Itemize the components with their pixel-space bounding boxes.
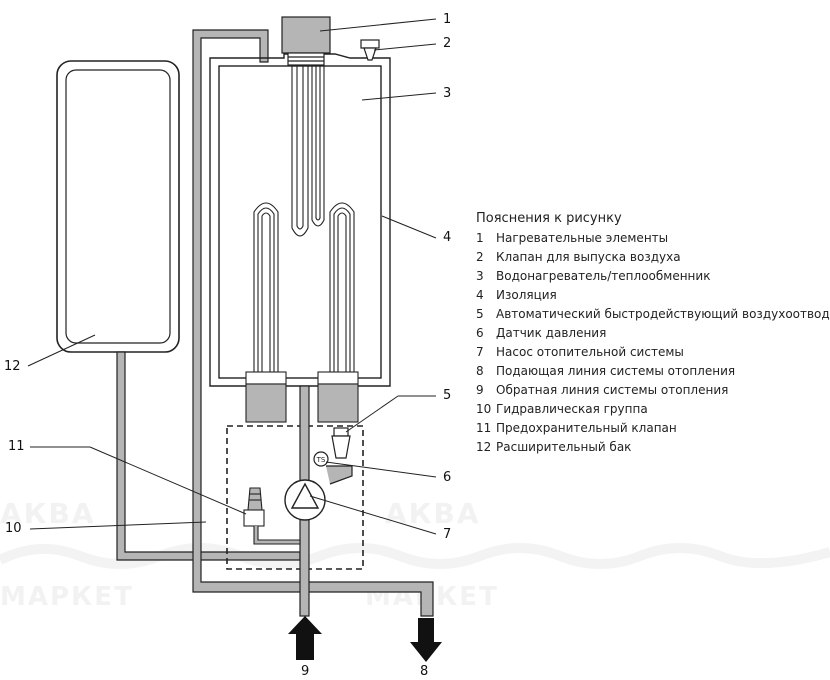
return-pipe-frame — [192, 29, 434, 617]
legend-item-text: Датчик давления — [496, 326, 607, 340]
callout-leaders — [27, 18, 437, 535]
callout-3: 3 — [443, 86, 452, 101]
right-heating-element — [317, 202, 359, 423]
callout-2: 2 — [443, 36, 452, 51]
expansion-tank — [56, 60, 180, 353]
legend-item-num: 8 — [476, 364, 484, 378]
air-vent-valve — [360, 39, 380, 61]
callout-9: 9 — [301, 664, 310, 679]
legend-item-text: Гидравлическая группа — [496, 402, 648, 416]
callout-12: 12 — [4, 359, 21, 374]
circulation-pump — [284, 479, 326, 521]
legend-item: 8 Подающая линия системы отопления — [476, 362, 830, 381]
legend-item-text: Предохранительный клапан — [496, 421, 677, 435]
legend-item-text: Насос отопительной системы — [496, 345, 684, 359]
legend-item-text: Автоматический быстродействующий воздухо… — [496, 307, 830, 321]
watermark-wave — [0, 543, 830, 569]
heat-exchanger — [218, 65, 382, 379]
legend-item-text: Расширительный бак — [496, 440, 632, 454]
legend-item: 3 Водонагреватель/теплообменник — [476, 267, 830, 286]
legend-item-num: 1 — [476, 231, 484, 245]
top-heater-housing — [281, 16, 331, 66]
sensor-label: TS — [316, 456, 326, 464]
legend-item-text: Нагревательные элементы — [496, 231, 669, 245]
legend-item: 11 Предохранительный клапан — [476, 419, 830, 438]
legend-item: 1 Нагревательные элементы — [476, 229, 830, 248]
callout-6: 6 — [443, 470, 452, 485]
legend-item-text: Водонагреватель/теплообменник — [496, 269, 711, 283]
top-heating-rods — [291, 66, 325, 237]
legend-item-text: Обратная линия системы отопления — [496, 383, 729, 397]
supply-flow-arrow — [410, 618, 442, 662]
legend-item: 4 Изоляция — [476, 286, 830, 305]
legend-item: 6 Датчик давления — [476, 324, 830, 343]
legend-item: 9 Обратная линия системы отопления — [476, 381, 830, 400]
watermark-left-top: АКВА — [0, 497, 96, 530]
legend-item-num: 9 — [476, 383, 484, 397]
air-separator — [331, 427, 351, 459]
legend-item: 2 Клапан для выпуска воздуха — [476, 248, 830, 267]
legend: Пояснения к рисунку 1 Нагревательные элем… — [476, 211, 830, 457]
legend-item-num: 3 — [476, 269, 484, 283]
callout-7: 7 — [443, 527, 452, 542]
watermark-center-top: АКВА — [385, 497, 481, 530]
legend-item-text: Подающая линия системы отопления — [496, 364, 736, 378]
left-heating-element — [245, 202, 287, 423]
legend-item: 5 Автоматический быстродействующий воздух… — [476, 305, 830, 324]
legend-item-num: 4 — [476, 288, 484, 302]
callout-5: 5 — [443, 388, 452, 403]
pressure-sensor: TS — [313, 451, 353, 485]
safety-valve — [243, 487, 301, 545]
legend-title: Пояснения к рисунку — [476, 211, 622, 226]
legend-item-num: 7 — [476, 345, 484, 359]
callout-10: 10 — [5, 521, 22, 536]
callout-1: 1 — [443, 12, 452, 27]
return-flow-arrow — [288, 616, 322, 660]
legend-item: 10 Гидравлическая группа — [476, 400, 830, 419]
legend-item-num: 10 — [476, 402, 492, 416]
legend-item-text: Клапан для выпуска воздуха — [496, 250, 681, 264]
callout-11: 11 — [8, 439, 25, 454]
callout-4: 4 — [443, 230, 452, 245]
legend-item-num: 5 — [476, 307, 484, 321]
legend-item: 12 Расширительный бак — [476, 438, 830, 457]
watermark-left-bottom: МАРКЕТ — [0, 582, 134, 612]
legend-item-num: 2 — [476, 250, 484, 264]
legend-item-num: 6 — [476, 326, 484, 340]
legend-item-num: 12 — [476, 440, 492, 454]
legend-item-text: Изоляция — [496, 288, 557, 302]
legend-item-num: 11 — [476, 421, 492, 435]
callout-8: 8 — [420, 664, 429, 679]
legend-item: 7 Насос отопительной системы — [476, 343, 830, 362]
